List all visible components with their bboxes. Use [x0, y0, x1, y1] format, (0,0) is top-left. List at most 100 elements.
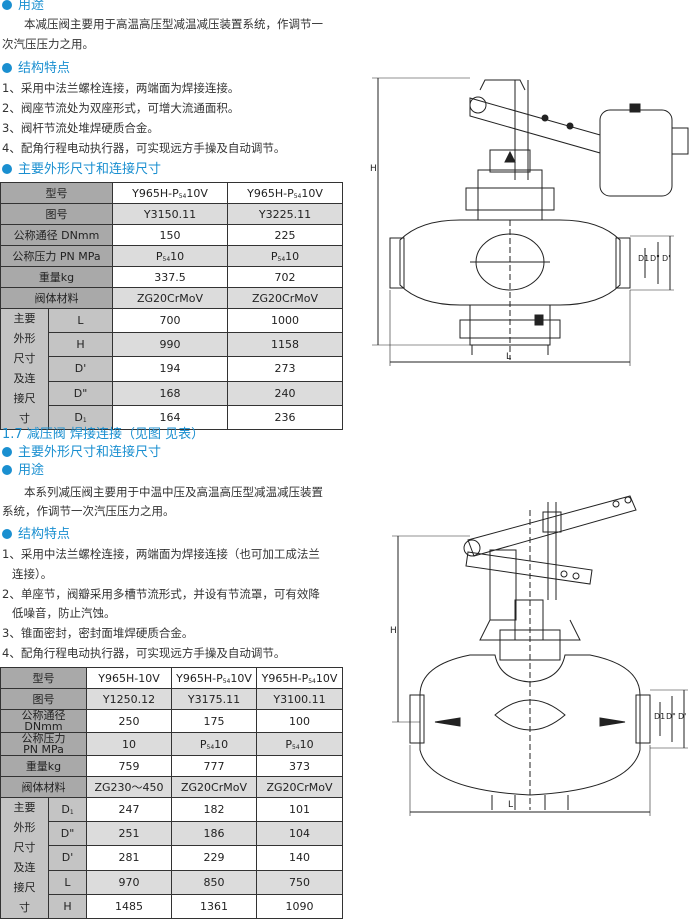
dim-value: 194: [112, 356, 228, 382]
feature-2-2: 2、单座节，阀瓣采用多槽节流形式，并设有节流罩，可有效降: [2, 587, 320, 601]
dim-value: 164: [112, 404, 228, 431]
dim-name: H: [48, 332, 113, 358]
material-label: 阀体材料: [0, 287, 113, 309]
feature-1-3: 3、阀杆节流处堆焊硬质合金。: [2, 121, 159, 135]
dim-label-l2: L: [508, 800, 514, 810]
dim-name: D": [48, 821, 87, 847]
feature-heading-2: 结构特点: [2, 526, 70, 544]
dim-label-l: L: [506, 352, 512, 362]
drawing-cell: Y3225.11: [227, 203, 343, 225]
model-cell: Y965H-P5410V: [112, 182, 228, 204]
drawing-label: 图号: [0, 688, 87, 710]
bullet-icon: [2, 447, 12, 457]
bullet-icon: [2, 0, 12, 10]
valve-drawing-2: [392, 495, 688, 816]
dim-label-h2: H: [390, 626, 397, 636]
dim-value: 1000: [227, 307, 343, 334]
material-cell: ZG20CrMoV: [112, 287, 228, 309]
dim-value: 1158: [227, 332, 343, 358]
dim-value: 850: [171, 869, 257, 895]
dim-heading-2: 主要外形尺寸和连接尺寸: [2, 444, 161, 462]
weight-cell: 373: [256, 755, 343, 777]
dim-value: 182: [171, 796, 257, 823]
dim-value: 1090: [256, 893, 343, 919]
bullet-icon: [2, 465, 12, 475]
feature-2-2b: 低噪音，防止汽蚀。: [12, 606, 116, 620]
bullet-icon: [2, 529, 12, 539]
dn-label: 公称通径 DNmm: [0, 224, 113, 246]
dim-name: L: [48, 869, 87, 895]
use-text-1-line1: 本减压阀主要用于高温高压型减温减压装置系统，作调节一: [24, 17, 323, 31]
pn-cell: 10: [86, 732, 172, 756]
dim-value: 281: [86, 845, 172, 871]
feature-2-1b: 连接）。: [12, 567, 53, 581]
dim-value: 240: [227, 380, 343, 406]
model-cell: Y965H-10V: [86, 667, 172, 689]
dim-value: 168: [112, 380, 228, 406]
pn-label: 公称压力 PN MPa: [0, 245, 113, 267]
weight-label: 重量kg: [0, 266, 113, 288]
dim-name: L: [48, 307, 113, 334]
dn-cell: 175: [171, 709, 257, 733]
pn-cell: P5410: [227, 245, 343, 267]
dim-value: 1485: [86, 893, 172, 919]
model-label: 型号: [0, 667, 87, 689]
feature-2-1: 1、采用中法兰螺栓连接，两端面为焊接连接（也可加工成法兰: [2, 547, 320, 561]
pn-cell: P5410: [112, 245, 228, 267]
dim-value: 700: [112, 307, 228, 334]
weight-cell: 759: [86, 755, 172, 777]
feature-1-1: 1、采用中法兰螺栓连接，两端面为焊接连接。: [2, 81, 240, 95]
model-cell: Y965H-P5410V: [171, 667, 257, 689]
drawing-cell: Y3175.11: [171, 688, 257, 710]
dim-value: 247: [86, 796, 172, 823]
dim-value: 970: [86, 869, 172, 895]
pn-cell: P5410: [171, 732, 257, 756]
dn-cell: 100: [256, 709, 343, 733]
dim-name: D': [48, 845, 87, 871]
dim-label-h: H: [370, 164, 377, 174]
dim-value: 104: [256, 821, 343, 847]
dim-name: D': [48, 356, 113, 382]
feature-2-3: 3、锥面密封，密封面堆焊硬质合金。: [2, 626, 194, 640]
dim-label-d2-2: D": [666, 712, 676, 721]
dim-group-label: 主要外形尺寸及连接尺寸: [0, 308, 49, 430]
dim-value: 229: [171, 845, 257, 871]
dim-value: 236: [227, 404, 343, 431]
use-text-1-line2: 次汽压压力之用。: [2, 37, 94, 51]
valve-drawing-1: [372, 77, 689, 366]
dn-cell: 225: [227, 224, 343, 246]
drawing-cell: Y1250.12: [86, 688, 172, 710]
material-cell: ZG230～450: [86, 776, 172, 798]
material-cell: ZG20CrMoV: [227, 287, 343, 309]
feature-1-4: 4、配角行程电动执行器，可实现远方手操及自动调节。: [2, 141, 286, 155]
dim-label-d1: D1: [638, 254, 650, 263]
spec-table-2: 型号 Y965H-10V Y965H-P5410V Y965H-P5410V 图…: [0, 667, 343, 919]
drawing-cell: Y3150.11: [112, 203, 228, 225]
material-cell: ZG20CrMoV: [256, 776, 343, 798]
dim-label-d3-2: D': [678, 712, 687, 721]
dim-value: 750: [256, 869, 343, 895]
dn-cell: 150: [112, 224, 228, 246]
dim-value: 273: [227, 356, 343, 382]
bullet-icon: [2, 164, 12, 174]
dim-value: 186: [171, 821, 257, 847]
dn-cell: 250: [86, 709, 172, 733]
dim-name: D1: [48, 404, 113, 431]
dim-label-d3: D': [662, 254, 671, 263]
pn-cell: P5410: [256, 732, 343, 756]
weight-cell: 777: [171, 755, 257, 777]
dim-value: 251: [86, 821, 172, 847]
dim-name: D": [48, 380, 113, 406]
spec-table-1: 型号 Y965H-P5410V Y965H-P5410V 图号 Y3150.11…: [0, 182, 343, 431]
drawing-cell: Y3100.11: [256, 688, 343, 710]
use-heading-2: 用途: [2, 462, 44, 480]
dim-label-d2: D": [650, 254, 660, 263]
feature-heading-1: 结构特点: [2, 60, 70, 78]
feature-2-4: 4、配角行程电动执行器，可实现远方手操及自动调节。: [2, 646, 286, 660]
dim-value: 1361: [171, 893, 257, 919]
dim-name: H: [48, 893, 87, 919]
dim-label-d1-2: D1: [654, 712, 666, 721]
dim-heading-1: 主要外形尺寸和连接尺寸: [2, 161, 161, 179]
